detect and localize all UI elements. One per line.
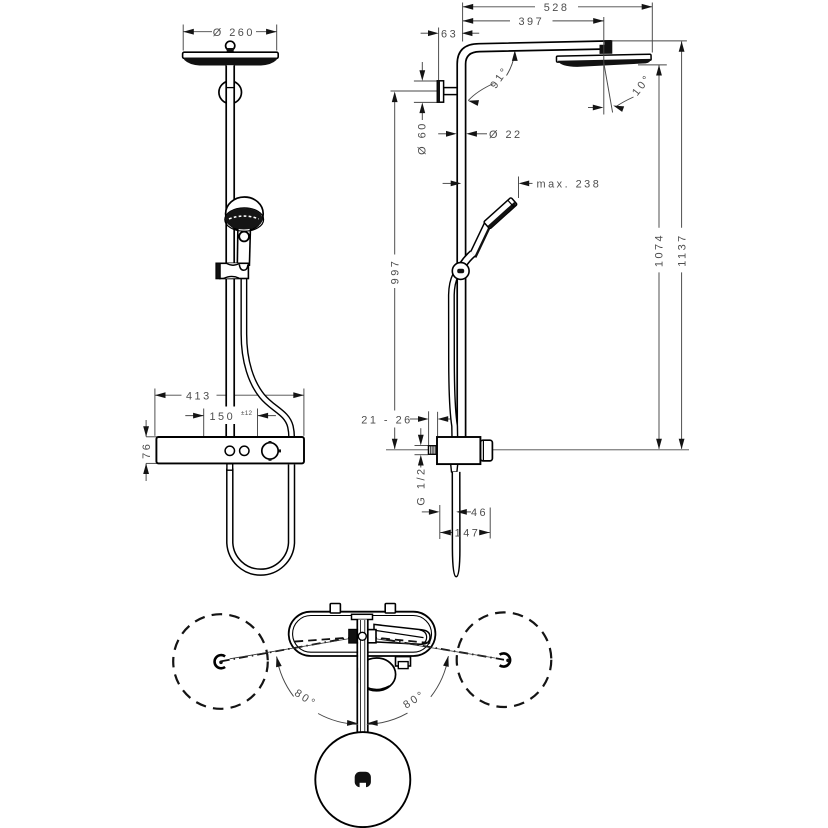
svg-text:150: 150 xyxy=(210,411,236,423)
svg-text:46: 46 xyxy=(471,507,488,519)
svg-text:21 - 26: 21 - 26 xyxy=(361,414,412,426)
svg-text:±12: ±12 xyxy=(241,410,253,417)
svg-text:Ø 22: Ø 22 xyxy=(489,129,523,141)
svg-text:63: 63 xyxy=(441,28,458,40)
svg-text:max. 238: max. 238 xyxy=(537,178,602,190)
svg-text:397: 397 xyxy=(518,16,544,28)
svg-text:1137: 1137 xyxy=(676,233,688,266)
svg-text:528: 528 xyxy=(544,2,570,14)
svg-text:997: 997 xyxy=(389,259,401,285)
svg-text:1074: 1074 xyxy=(654,233,666,267)
svg-text:147: 147 xyxy=(455,528,481,540)
svg-text:Ø 260: Ø 260 xyxy=(213,27,255,39)
svg-text:G 1/2: G 1/2 xyxy=(416,466,428,505)
svg-text:Ø 60: Ø 60 xyxy=(417,121,429,155)
svg-text:76: 76 xyxy=(141,442,153,459)
svg-text:413: 413 xyxy=(186,390,212,402)
